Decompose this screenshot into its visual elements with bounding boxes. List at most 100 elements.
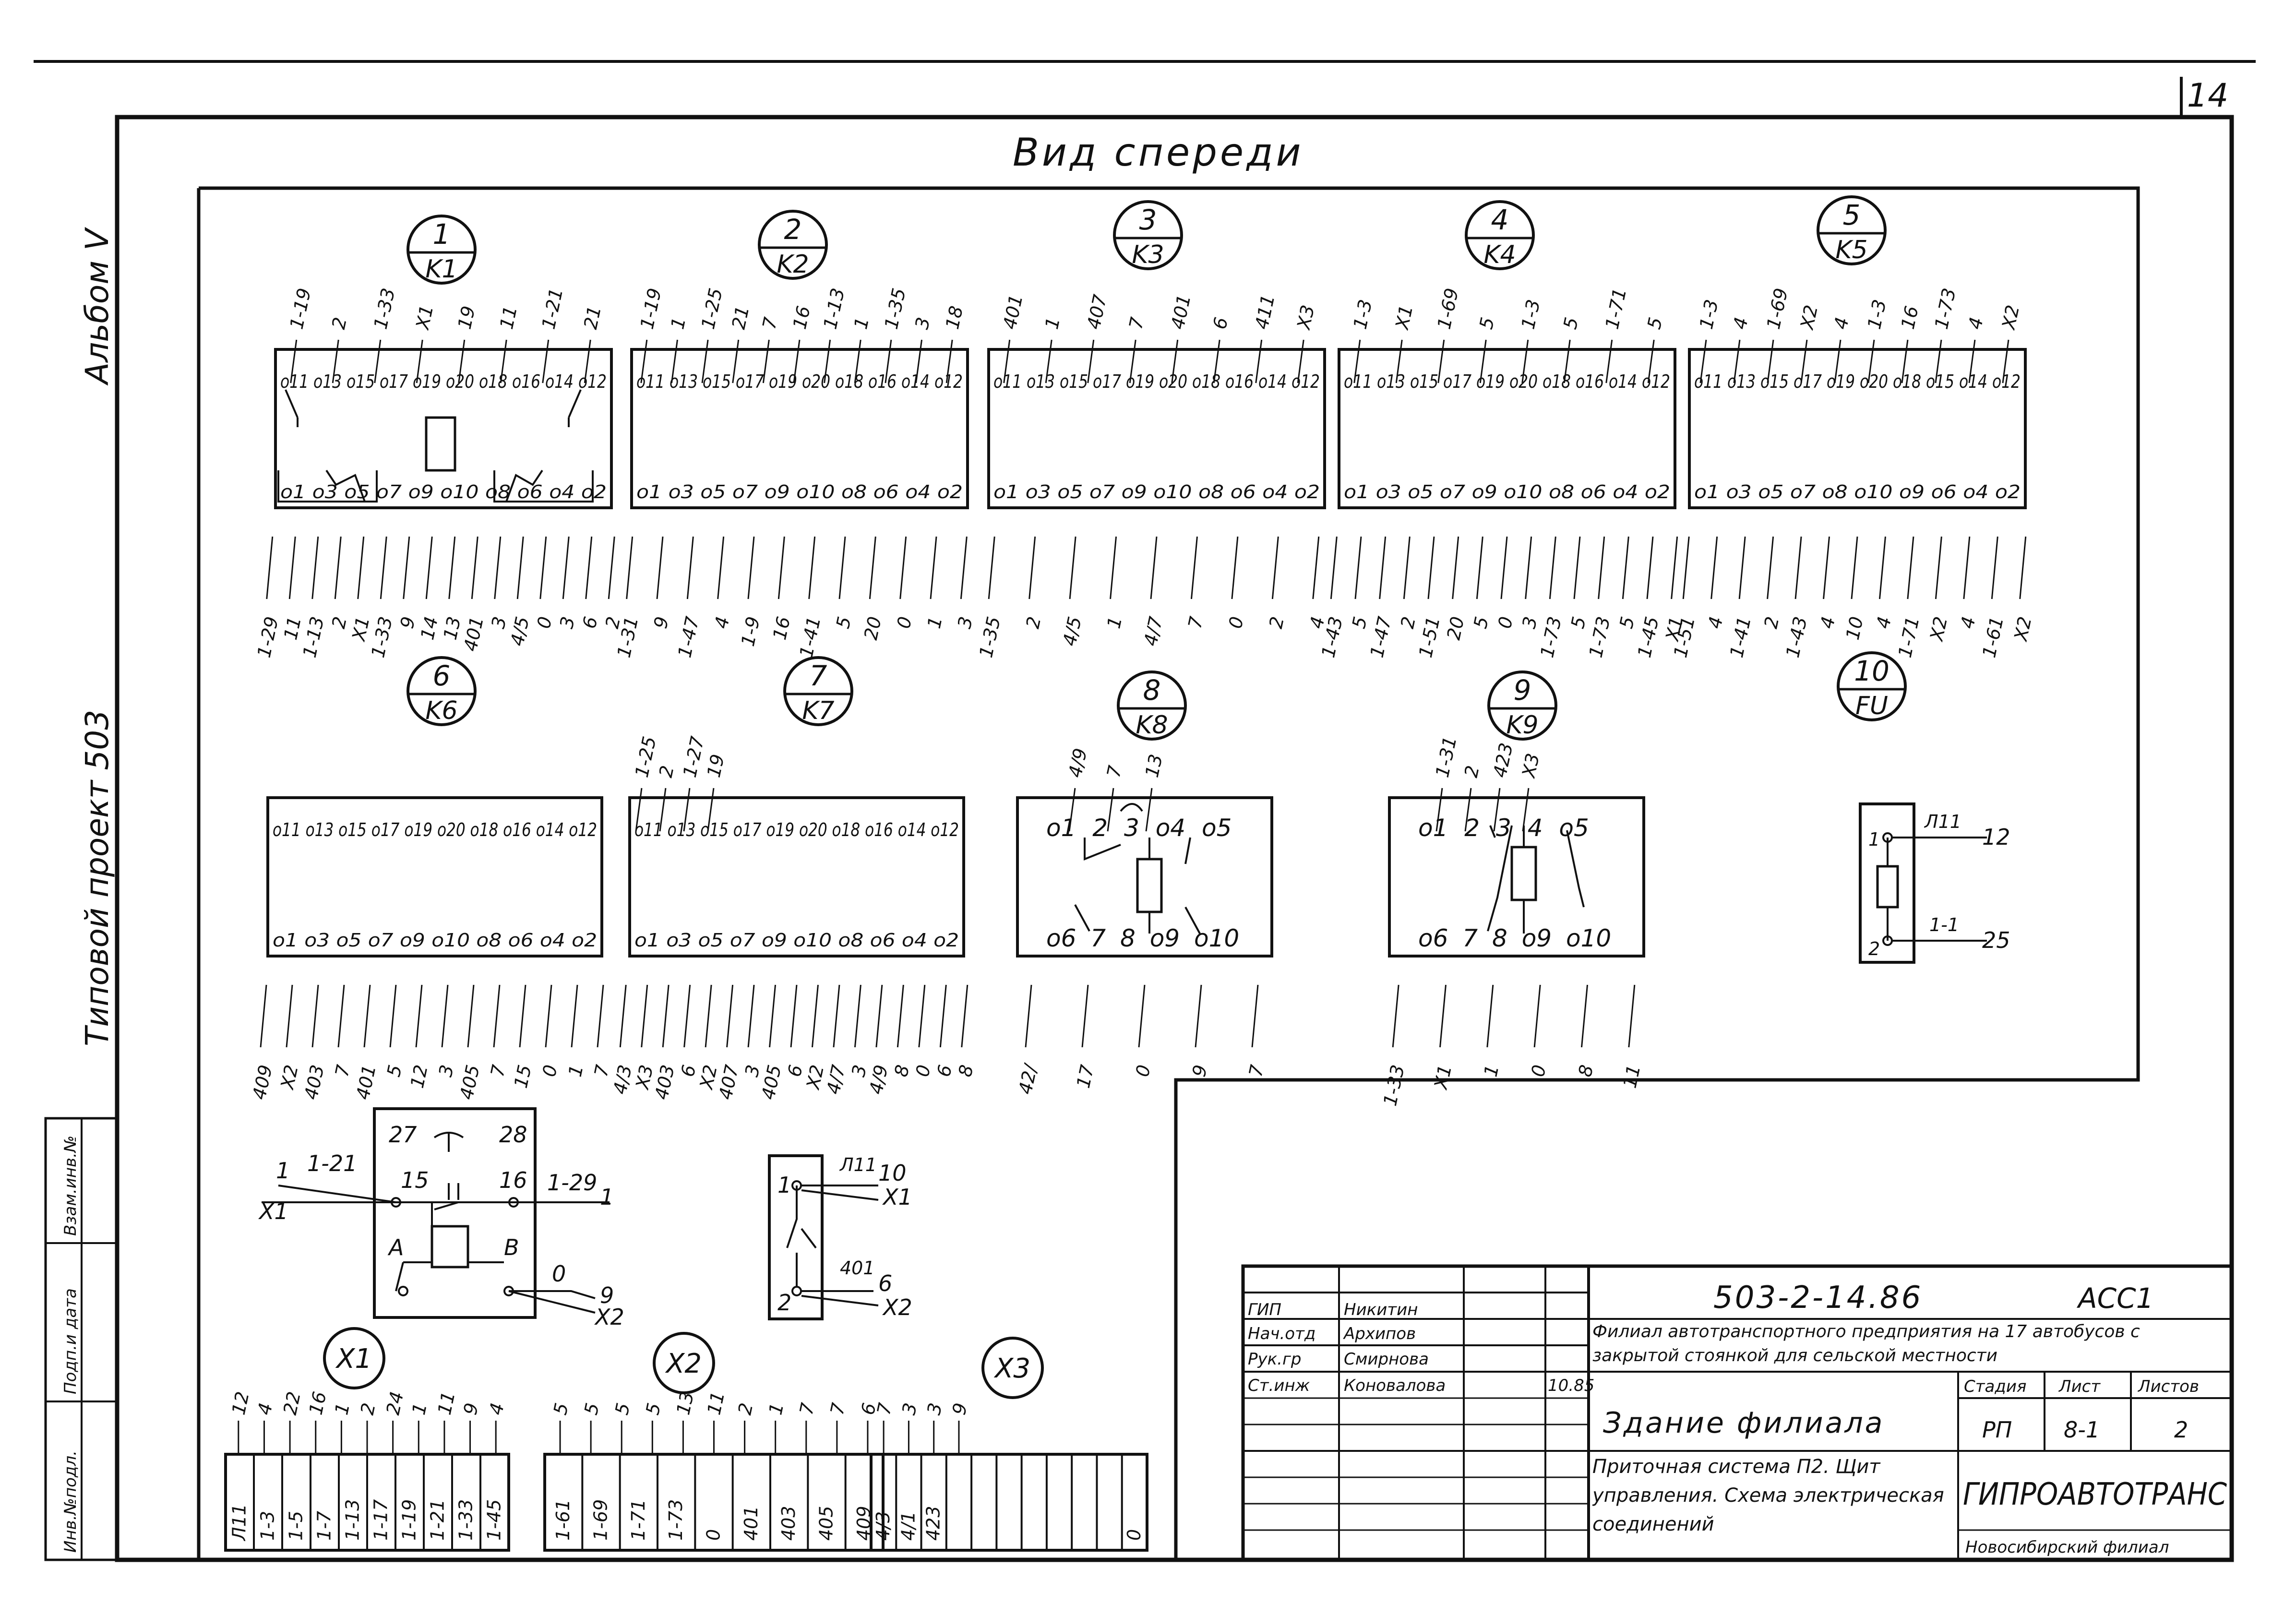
terminal-cell: 423 [923,1506,944,1541]
wire-label: 20 [1443,615,1468,642]
bottom-contact-row: o1 o3 o5 o7 o8 o10 o9 o6 o4 o2 [1694,481,2021,503]
terminal-wire: 2 [734,1401,757,1417]
top-contact-row: o11 o13 o15 o17 o19 o20 o18 o16 o14 o12 [273,819,597,840]
wire-label: 401 [1167,293,1195,331]
stage: РП [1982,1417,2012,1443]
wire-label: 1 [1041,315,1064,331]
wire-label: X3 [632,1063,658,1092]
wire-label: 409 [249,1063,276,1101]
terminal-wire: 16 [305,1389,330,1416]
wire-label: 1-69 [1763,286,1792,331]
fu-wire-1: Л11 [1924,811,1961,832]
wire-label: 6 [784,1063,807,1079]
wire-label: 3 [954,615,977,631]
wire-label: 16 [1897,304,1923,331]
sf-wire-5: 6 [878,1270,892,1296]
wire-label: 403 [300,1063,328,1101]
terminal-cell: 405 [816,1506,837,1541]
terminal-wire: 22 [279,1389,305,1416]
wire-label: 401 [352,1063,380,1101]
wire-label: 7 [1103,764,1126,779]
wire-label: 7 [590,1063,613,1079]
wire-label: 407 [1083,293,1111,331]
panel-outline [199,186,2140,1560]
wire-label: 3 [848,1063,871,1079]
terminal-cell: 1-21 [427,1499,448,1541]
hdr-sheet: Лист [2058,1377,2101,1396]
wire-label: X1 [1391,303,1417,332]
wire-label: 1-73 [1931,286,1960,331]
wire-label: 2 [1760,615,1783,631]
bottom-contact-row: o6 7 8 o9 o10 [1418,924,1611,952]
relay-code: K8 [1136,711,1168,740]
terminal-wire: 5 [611,1401,634,1417]
wire-label: 1-35 [975,615,1004,660]
kt-label-16: 16 [499,1167,527,1193]
terminal-wire: 3 [923,1401,946,1417]
wire-label: 1-69 [1434,286,1463,331]
wire-label: 11 [1619,1063,1645,1090]
role-gip: ГИП [1248,1300,1281,1319]
wire-label: 1-3 [1518,298,1544,331]
relay-label-circle [407,215,477,285]
name-3: Смирнова [1344,1350,1429,1369]
sheet: 8-1 [2064,1417,2100,1443]
wire-label: 16 [769,615,794,642]
sf-wire-2: 10 [878,1160,907,1186]
wire-label: 2 [328,315,351,331]
wire-label: 3 [1518,615,1541,631]
bottom-contact-row: o1 o3 o5 o7 o9 o10 o8 o6 o4 o2 [634,930,959,951]
relay-body [1338,348,1676,509]
terminal-cell: 4/3 [873,1511,894,1541]
doc-code: 503-2-14.86 [1713,1280,1923,1316]
terminal-cell: 1-33 [455,1499,477,1541]
wire-label: 4/7 [1140,615,1167,648]
wire-label: 6 [578,615,601,631]
wire-label: 0 [912,1063,935,1079]
wire-label: X2 [695,1063,721,1092]
title-block: ГИП Нач.отд Рук.гр Ст.инж Никитин Архипо… [1241,1264,2234,1562]
wire-label: 5 [1567,615,1590,631]
relay-body [274,348,613,509]
wire-label: 12 [407,1063,432,1090]
top-contact-row: o11 o13 o15 o17 o19 o20 o18 o16 o14 o12 [634,819,959,840]
wire-label: 7 [758,315,781,331]
relay-body [630,348,969,509]
terminal-wire: 7 [796,1401,819,1417]
side-stamp: Инв.№подл. Подп.и дата Взам.инв.№ [44,1117,119,1561]
relay-body [987,348,1326,509]
terminal-wire: 2 [357,1401,380,1417]
relay-body [1016,796,1273,958]
relay-number: 7 [810,659,827,692]
kt-label-15: 15 [401,1167,429,1193]
wire-label: X3 [1518,752,1543,780]
relay-number: 1 [433,218,451,251]
kt-wire-2: 1-21 [307,1150,357,1176]
terminal-cell: 1-69 [590,1499,611,1541]
terminal-cell: 1-17 [371,1499,392,1541]
wire-label: 18 [942,304,967,331]
wire-label: 1-61 [1978,615,2008,660]
relay-label-circle [1837,651,1907,721]
terminal-wire: 1 [408,1401,431,1417]
wire-label: 11 [496,304,521,331]
top-contact-row: o11 o13 o15 o17 o19 o20 o18 o16 o14 o12 [636,371,963,392]
wire-label: 5 [1559,315,1582,331]
terminal-cell: 1-19 [399,1499,420,1541]
wire-label: 3 [741,1063,764,1079]
terminal-block-code: X3 [993,1353,1030,1384]
relay-code: K3 [1132,240,1164,269]
terminal-wire: 1 [331,1401,354,1417]
wire-label: 13 [1141,752,1167,779]
wire-label: 17 [1073,1063,1098,1090]
bottom-contact-row: o1 o3 o5 o7 o9 o10 o8 o6 o4 o2 [273,930,597,951]
wire-label: 1-31 [1432,734,1461,779]
terminal-cell: 401 [741,1506,762,1541]
breaker-sf: 1 2 Л11 10 X1 401 6 X2 [768,1154,912,1320]
wire-label: 1 [667,315,690,331]
relay-number: 10 [1854,655,1889,687]
